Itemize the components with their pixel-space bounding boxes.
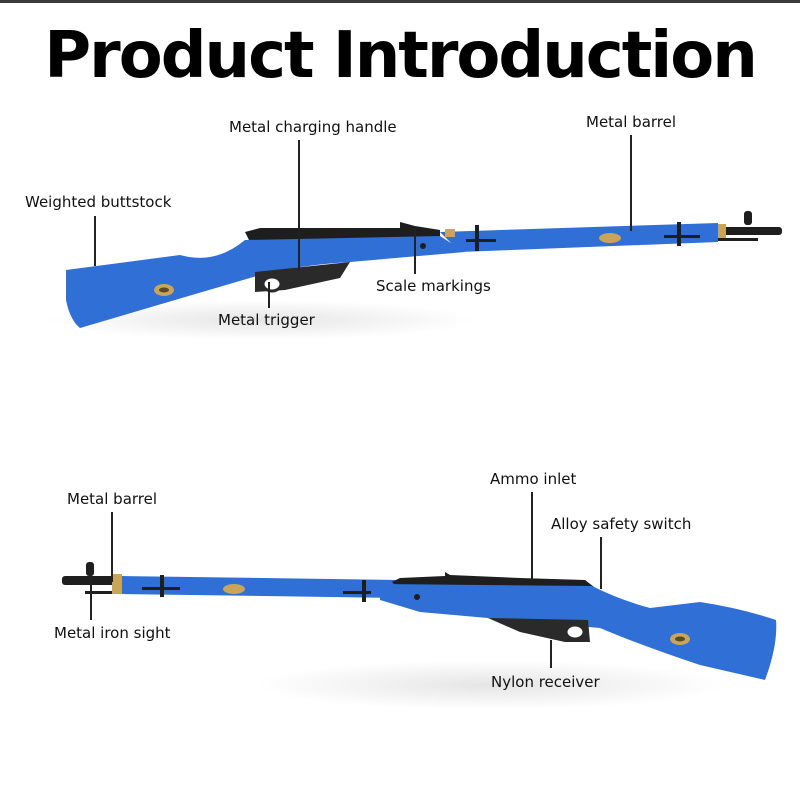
- label-receiver: Nylon receiver: [491, 673, 600, 691]
- label-barrel-top: Metal barrel: [586, 113, 677, 131]
- label-iron-sight: Metal iron sight: [54, 624, 171, 642]
- bottom-rifle-shadow: [250, 660, 730, 710]
- label-trigger: Metal trigger: [218, 311, 315, 329]
- label-barrel-bottom: Metal barrel: [67, 490, 158, 508]
- leader-barrel-bottom: [111, 512, 113, 582]
- page-title: Product Introduction: [44, 19, 758, 93]
- leader-charging-handle: [298, 140, 300, 270]
- leader-ammo-inlet: [531, 492, 533, 582]
- leader-safety-switch: [600, 537, 602, 589]
- label-scale-markings: Scale markings: [376, 277, 491, 295]
- leader-barrel-top: [630, 135, 632, 231]
- leader-iron-sight: [90, 570, 92, 620]
- leader-buttstock: [94, 216, 96, 266]
- label-charging-handle: Metal charging handle: [229, 118, 397, 136]
- leader-trigger: [268, 282, 270, 308]
- leader-scale-markings: [414, 228, 416, 274]
- label-safety-switch: Alloy safety switch: [551, 515, 692, 533]
- leader-receiver: [550, 640, 552, 668]
- top-border: [0, 0, 800, 3]
- label-ammo-inlet: Ammo inlet: [490, 470, 577, 488]
- label-buttstock: Weighted buttstock: [25, 193, 172, 211]
